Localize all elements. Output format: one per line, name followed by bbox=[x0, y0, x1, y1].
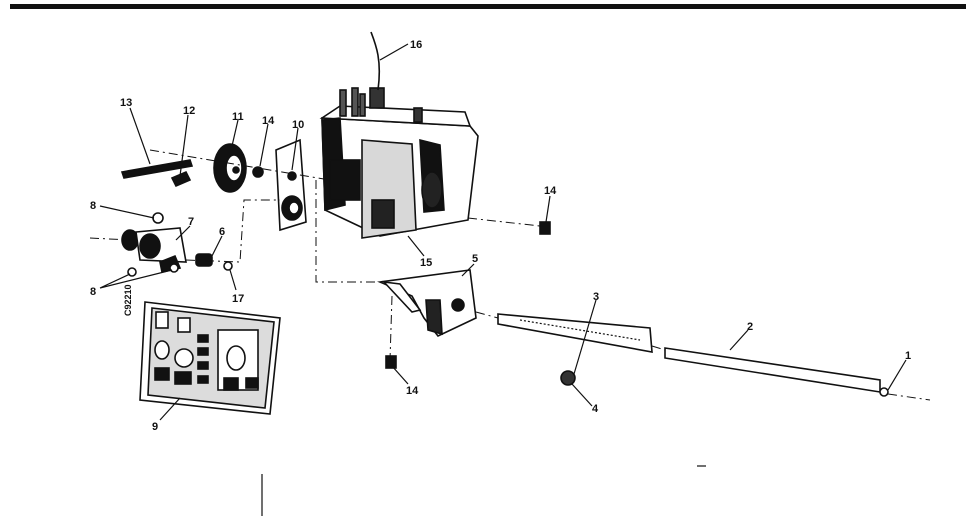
callout-8-lower: 8 bbox=[90, 286, 96, 298]
nut bbox=[252, 166, 264, 178]
gear-wheel bbox=[213, 143, 247, 193]
power-cord bbox=[370, 31, 381, 91]
clip bbox=[560, 370, 576, 386]
callout-7: 7 bbox=[188, 216, 194, 228]
control-housing bbox=[319, 87, 479, 239]
callout-14-lower: 14 bbox=[406, 385, 419, 397]
callout-16: 16 bbox=[410, 39, 422, 51]
top-border bbox=[10, 4, 966, 9]
callout-3: 3 bbox=[593, 291, 599, 303]
callout-14-upper-left: 14 bbox=[262, 115, 275, 127]
callout-2: 2 bbox=[747, 321, 753, 333]
callout-9: 9 bbox=[152, 421, 158, 433]
face-plate bbox=[139, 301, 281, 415]
mounting-plate bbox=[275, 138, 307, 232]
callout-12: 12 bbox=[183, 105, 195, 117]
spring-rod bbox=[120, 159, 194, 179]
threaded-shaft bbox=[497, 313, 653, 353]
callout-14-right: 14 bbox=[544, 185, 557, 197]
small-clip bbox=[170, 170, 192, 188]
callout-5: 5 bbox=[472, 253, 478, 265]
callout-17: 17 bbox=[232, 293, 244, 305]
assembly-lines bbox=[89, 149, 931, 401]
screw-right bbox=[539, 221, 551, 235]
spring bbox=[195, 253, 213, 267]
callout-8-upper: 8 bbox=[90, 200, 96, 212]
callout-13: 13 bbox=[120, 97, 132, 109]
ball-upper bbox=[152, 212, 164, 224]
callout-10: 10 bbox=[292, 119, 304, 131]
long-rod bbox=[664, 347, 889, 397]
callout-1: 1 bbox=[905, 350, 911, 362]
callout-15: 15 bbox=[420, 257, 432, 269]
bracket-assembly bbox=[377, 269, 477, 337]
leader-lines bbox=[99, 43, 907, 421]
callout-11: 11 bbox=[232, 111, 244, 123]
screw-lower bbox=[385, 355, 397, 369]
ball-17 bbox=[223, 261, 233, 271]
callout-4: 4 bbox=[592, 403, 599, 415]
drawing-code: C92210 bbox=[123, 284, 133, 316]
callout-6: 6 bbox=[219, 226, 225, 238]
